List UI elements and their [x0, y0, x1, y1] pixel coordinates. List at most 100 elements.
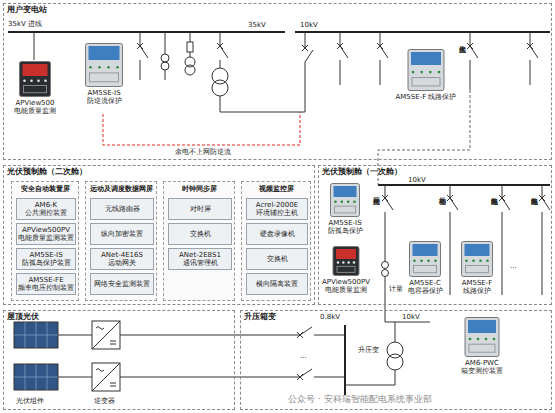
zone-title: 屋顶光伏	[7, 312, 39, 322]
indicator-led	[427, 260, 430, 263]
device-label: AM5SE-IS 防孤岛保护装置	[17, 251, 75, 267]
indicator-led	[37, 80, 40, 83]
device-box: APView500PV 电能质量监测装置	[16, 223, 76, 245]
device-label: AM5SE-FE 频率电压控制装置	[17, 276, 75, 292]
indicator-led	[341, 200, 344, 203]
diagram-label: 余电不上网防逆流	[175, 148, 231, 156]
indicator-led	[89, 66, 92, 69]
panel-title: 视频监控屏	[242, 185, 310, 194]
device-box: AM5SE-FE 频率电压控制装置	[16, 273, 76, 295]
inverter-mark	[92, 363, 120, 391]
device-label: APView500PV 电能质量监测装置	[17, 226, 75, 242]
device-panel	[331, 184, 360, 217]
indicator-led	[347, 200, 350, 203]
inverter-symbol	[92, 321, 120, 349]
metering-ct	[382, 270, 389, 277]
device-image	[453, 317, 511, 357]
fuse-symbol	[187, 42, 193, 52]
device-label: AM5SE-IS 防孤岛保护	[317, 219, 373, 235]
device-box: 对时屏	[168, 198, 232, 220]
diagram-label: 0.8kV	[320, 313, 340, 321]
device-node: AM5SE-IS 防孤岛保护	[321, 183, 369, 241]
device-keypad	[335, 206, 356, 213]
device-image	[321, 246, 371, 276]
diagram-label: ...	[300, 352, 307, 360]
indicator-led	[347, 261, 350, 264]
inverter-mark	[92, 321, 120, 349]
device-label: AM5SE-F 线路保护	[453, 279, 501, 295]
device-box: 纵向加密装置	[90, 223, 154, 245]
indicator-led	[420, 71, 423, 74]
diagram-label: ...	[510, 262, 517, 270]
device-keypad	[90, 73, 119, 82]
indicator-led	[412, 71, 415, 74]
indicator-led	[479, 260, 482, 263]
indicator-led	[337, 261, 340, 264]
device-node: AM5SE-IS 防逆流保护	[77, 43, 131, 115]
device-label: AM5SE-IS 防逆流保护	[73, 89, 135, 105]
zone-box: 光伏预制舱（一次舱）AM5SE-IS 防孤岛保护APView500PV 电能质量…	[318, 165, 552, 305]
pv-panel-grid	[14, 322, 58, 348]
device-node: APView500 电能质量监测	[9, 61, 61, 123]
device-label: 网络安全监测装置	[94, 280, 150, 288]
device-screen	[334, 186, 357, 197]
transformer-winding	[387, 354, 403, 370]
indicator-led	[342, 261, 345, 264]
panel-title: 时钟同步屏	[164, 185, 234, 194]
device-label: 横向隔离装置	[256, 280, 298, 288]
device-label: AM6-PWC 箱变测控装置	[449, 359, 515, 375]
indicator-led	[420, 260, 423, 263]
current-transformer	[161, 54, 169, 62]
device-label: AM5SE-C 电容器保护	[401, 279, 449, 295]
transformer-winding	[212, 80, 228, 96]
indicator-led	[353, 200, 356, 203]
device-keypad	[337, 266, 355, 272]
indicator-led	[434, 260, 437, 263]
indicator-led	[472, 260, 475, 263]
diagram-label: 光伏组件	[16, 397, 44, 405]
diagram-label: 35kV 进线	[8, 20, 42, 28]
indicator-led	[485, 338, 488, 341]
diagram-label: 10kV	[402, 313, 420, 321]
device-box: ANet-2E8S1 通讯管理机	[168, 248, 232, 270]
device-label: Acrel-2000E 环境辅控主机	[247, 201, 307, 217]
device-label: 硬盘录像机	[260, 230, 295, 238]
device-label: ANet-4E16S 远动网关	[91, 251, 153, 267]
indicator-led	[438, 71, 441, 74]
device-keypad	[466, 265, 489, 272]
indicator-led	[486, 260, 489, 263]
inverter-symbol	[92, 363, 120, 391]
voltage-transformer	[185, 65, 195, 75]
device-screen	[89, 46, 120, 60]
device-box: 网络安全监测装置	[90, 273, 154, 295]
zone-box: 光伏预制舱（二次舱）安全自动装置屏AM6-K 公共测控装置APView500PV…	[3, 165, 315, 305]
device-label: 对时屏	[190, 205, 211, 213]
device-label: APView500 电能质量监测	[5, 99, 65, 115]
device-node: AM5SE-F 线路保护	[399, 49, 453, 119]
device-box: 交换机	[168, 223, 232, 245]
device-panel	[333, 247, 359, 276]
device-label: ANet-2E8S1 通讯管理机	[169, 251, 231, 267]
panel-column: 时钟同步屏对时屏交换机 ANet-2E8S1 通讯管理机	[163, 181, 235, 301]
device-panel	[86, 44, 123, 87]
zone-box: 屋顶光伏	[3, 310, 235, 410]
transformer-winding	[212, 68, 228, 84]
device-label: APView500PV 电能质量监测	[317, 278, 375, 294]
device-label: 纵向加密装置	[101, 230, 143, 238]
zone-title: 用户变电站	[7, 5, 47, 15]
device-screen	[411, 52, 441, 65]
device-screen	[413, 244, 438, 256]
device-box: AM6-K 公共测控装置	[16, 198, 76, 220]
device-panel	[410, 242, 441, 277]
device-screen	[336, 249, 356, 259]
zone-box: 用户变电站APView500 电能质量监测AM5SE-IS 防逆流保护AM5SE…	[3, 3, 552, 160]
device-label: AM5SE-F 线路保护	[395, 93, 457, 101]
device-label: 交换机	[190, 230, 211, 238]
panel-title: 安全自动装置屏	[12, 185, 78, 194]
device-image	[405, 241, 445, 277]
current-transformer	[161, 62, 169, 70]
device-keypad	[414, 265, 437, 272]
device-box: 交换机	[246, 248, 308, 270]
device-keypad	[24, 85, 47, 92]
device-image	[321, 183, 369, 217]
